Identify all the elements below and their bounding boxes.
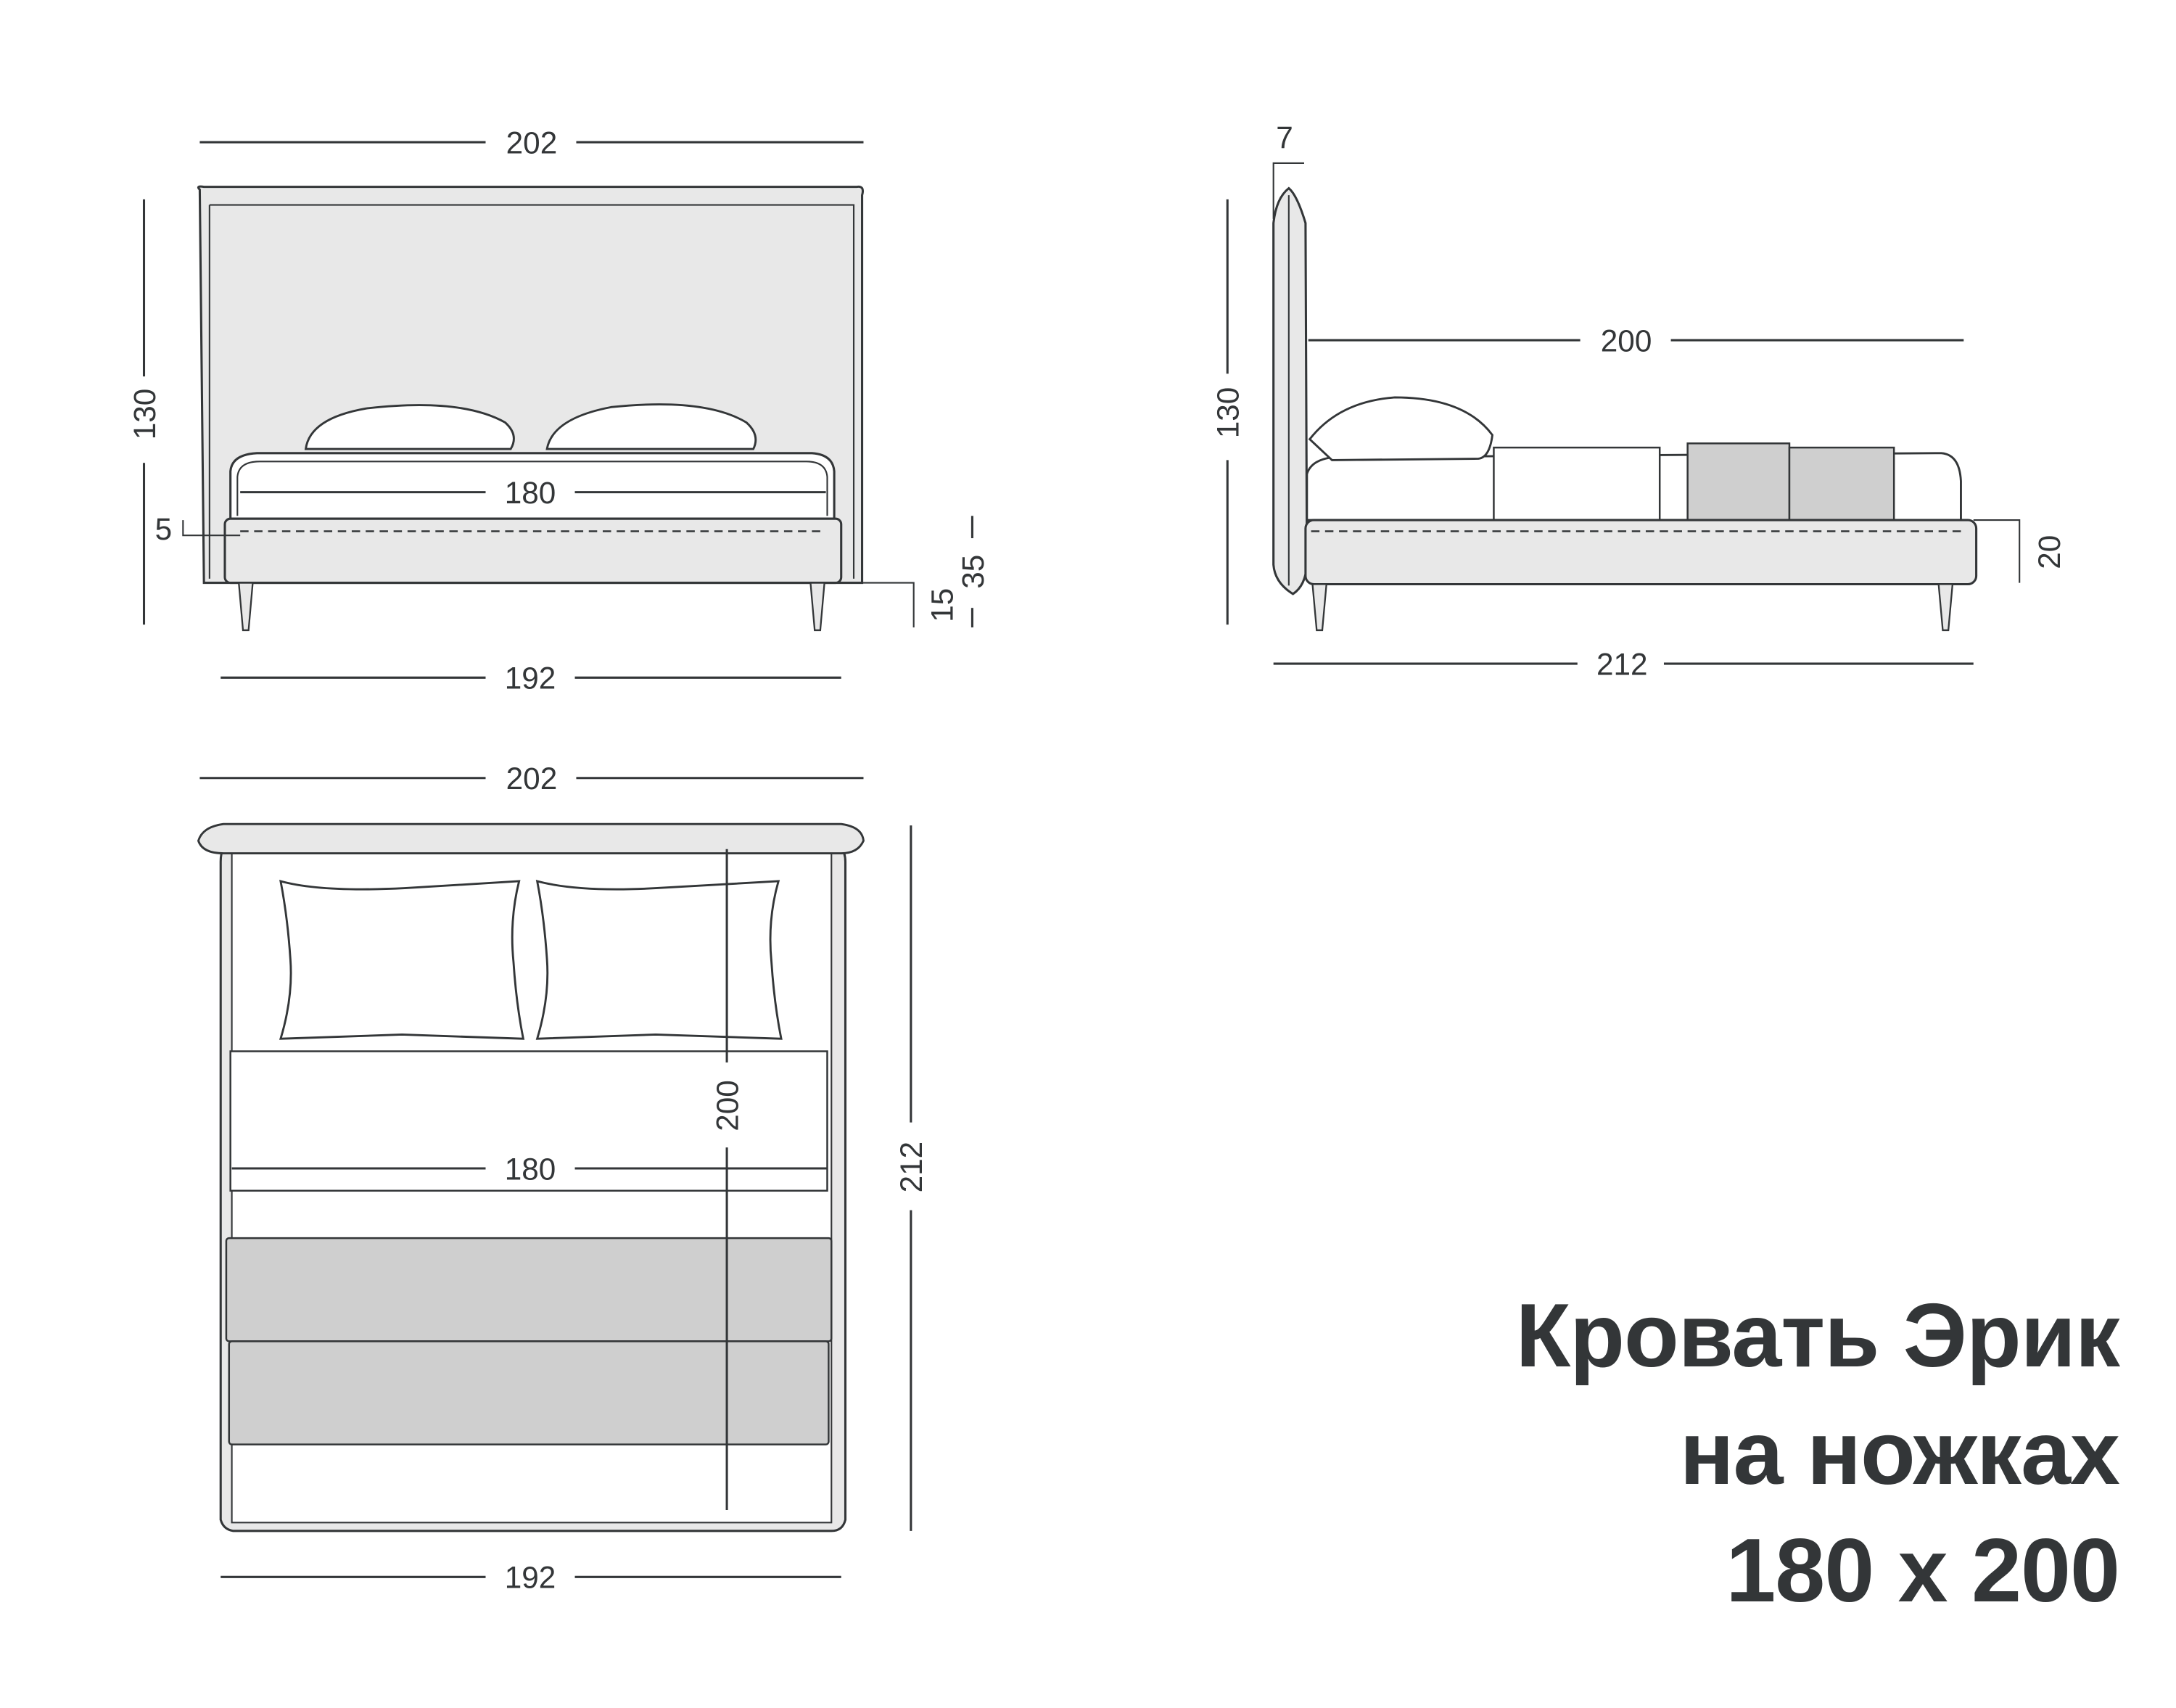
top-mattress-length-label: 200 [710, 1080, 744, 1131]
title-line-2: на ножках [1679, 1403, 2120, 1503]
top-width-base-label: 192 [505, 1561, 556, 1595]
side-length-inner-label: 200 [1601, 323, 1652, 358]
front-width-base-label: 192 [505, 661, 556, 696]
front-height-to-top-label: 35 [956, 555, 990, 589]
side-frame-height-label: 20 [2032, 535, 2066, 569]
front-height-total-label: 130 [128, 389, 162, 440]
side-view: 7 130 200 20 212 [1211, 120, 2066, 682]
front-leg-height-label: 15 [926, 588, 960, 622]
side-height-total-label: 130 [1211, 387, 1245, 439]
side-headboard-thickness-label: 7 [1276, 120, 1293, 154]
front-mattress-width-label: 180 [505, 476, 556, 510]
title-line-3: 180 x 200 [1726, 1521, 2120, 1621]
top-width-total-label: 202 [506, 762, 558, 796]
side-length-total-label: 212 [1596, 647, 1648, 681]
title-line-1: Кровать Эрик [1515, 1286, 2120, 1386]
front-frame-inset-label: 5 [155, 512, 173, 546]
front-width-total-label: 202 [506, 125, 558, 160]
top-mattress-width-label: 180 [505, 1152, 556, 1186]
front-view: 202 130 180 5 15 35 192 [128, 125, 990, 695]
top-view: 202 200 180 212 192 [197, 762, 928, 1595]
product-title: Кровать Эрик на ножках 180 x 200 [1515, 1286, 2120, 1621]
side-headboard [1272, 186, 1309, 595]
top-length-total-label: 212 [894, 1142, 928, 1193]
